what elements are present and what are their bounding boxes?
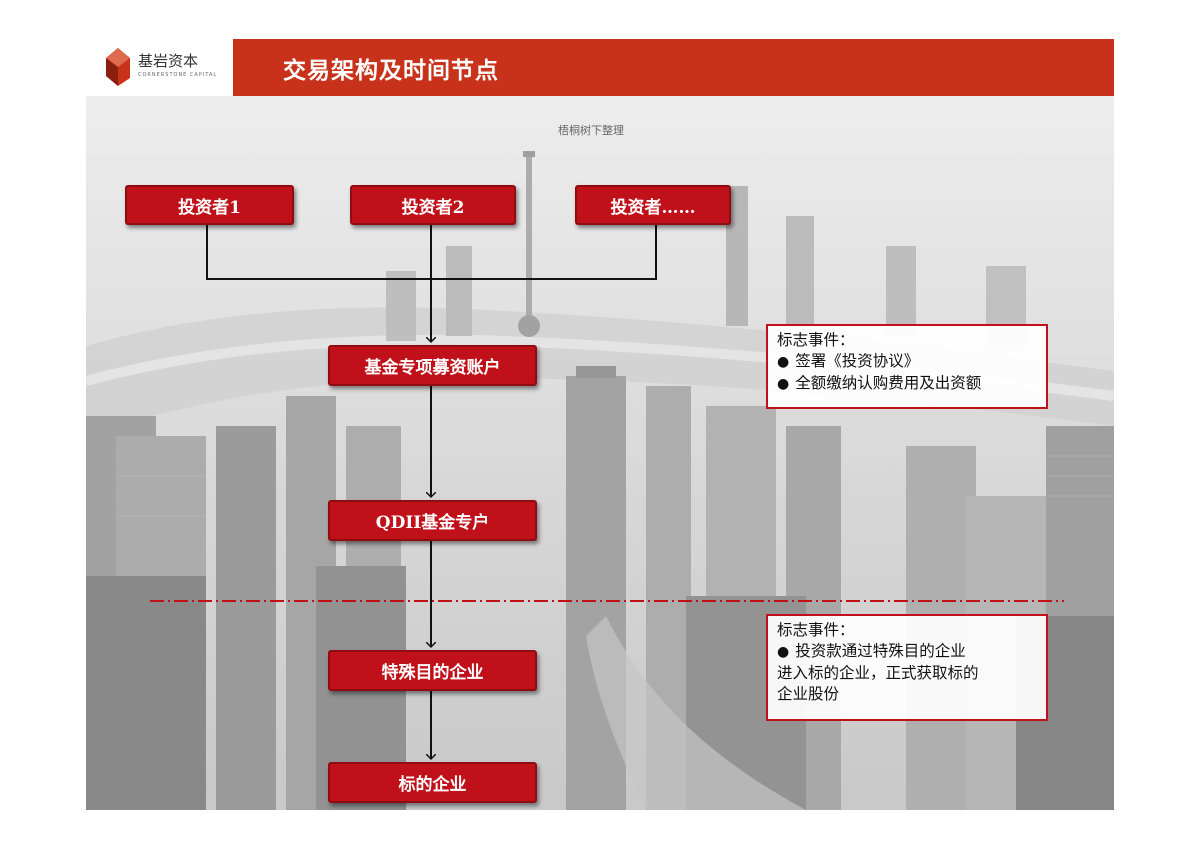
city-photo-background: 梧桐树下整理 投资者1 投资者2 投资者…… [86, 96, 1114, 810]
callout-bullet-text: 投资款通过特殊目的企业 [795, 642, 966, 660]
logo-subtitle: CORNERSTONE CAPITAL [138, 72, 218, 78]
callout-continuation: 企业股份 [777, 685, 840, 703]
slide-title: 交易架构及时间节点 [283, 58, 499, 84]
callout-bullet: ● 全额缴纳认购费用及出资额 [777, 373, 1037, 395]
callout-bullet: ● 投资款通过特殊目的企业 [777, 641, 1037, 663]
callout-bullet: ● 签署《投资协议》 [777, 351, 1037, 373]
slide: 基岩资本 CORNERSTONE CAPITAL 交易架构及时间节点 [86, 39, 1114, 810]
logo-area: 基岩资本 CORNERSTONE CAPITAL [86, 39, 233, 96]
target-company-node: 标的企业 [328, 762, 537, 803]
callout-bullet-text: 签署《投资协议》 [795, 352, 920, 370]
callout-title: 标志事件： [777, 331, 855, 349]
fund-account-node: 基金专项募资账户 [328, 345, 537, 386]
milestone-callout-1: 标志事件： ● 签署《投资协议》 ● 全额缴纳认购费用及出资额 [766, 324, 1048, 409]
callout-title: 标志事件： [777, 621, 855, 639]
investor-node-1: 投资者1 [125, 185, 294, 225]
callout-bullet-text: 全额缴纳认购费用及出资额 [795, 374, 982, 392]
flow-connectors [150, 221, 1064, 810]
watermark-text: 梧桐树下整理 [558, 124, 624, 137]
header-bar: 交易架构及时间节点 [233, 39, 1114, 96]
qdii-account-node: QDII基金专户 [328, 500, 537, 541]
investor-node-3: 投资者…… [575, 185, 731, 225]
logo-name: 基岩资本 [138, 52, 199, 70]
milestone-callout-2: 标志事件： ● 投资款通过特殊目的企业 进入标的企业，正式获取标的 企业股份 [766, 614, 1048, 721]
callout-continuation: 进入标的企业，正式获取标的 [777, 664, 979, 682]
logo-icon [106, 48, 130, 86]
bullet-dot-icon: ● [777, 376, 790, 392]
bullet-dot-icon: ● [777, 354, 790, 370]
spv-node: 特殊目的企业 [328, 650, 537, 691]
investor-node-2: 投资者2 [350, 185, 516, 225]
bullet-dot-icon: ● [777, 644, 790, 660]
